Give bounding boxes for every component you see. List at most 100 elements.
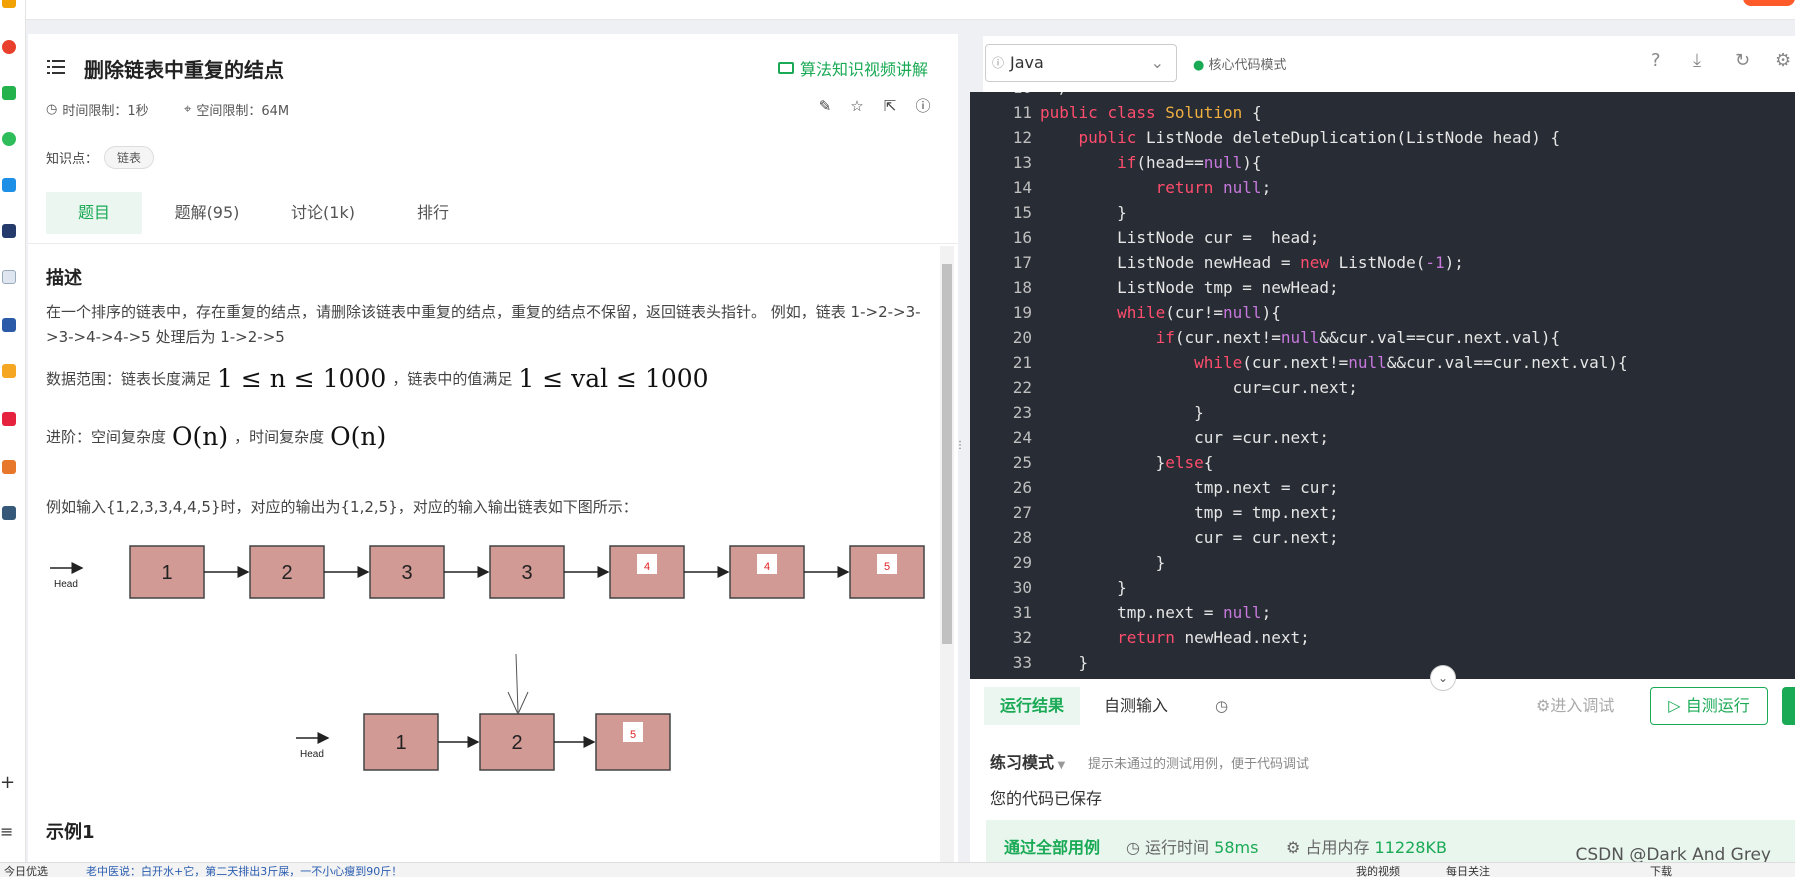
tab-ranking[interactable]: 排行 [416,203,449,222]
share-icon[interactable]: ⇱ [883,97,897,115]
code-line[interactable]: } [1040,553,1166,572]
video-link[interactable]: 算法知识视频讲解 [778,56,928,80]
node-label-box [623,722,643,742]
app-icon[interactable] [2,412,16,426]
list-node [489,545,565,599]
tab-solutions[interactable]: 题解(95) [174,203,240,222]
line-number: 17 [1012,253,1032,272]
app-icon[interactable] [2,506,16,520]
node-value: 3 [401,562,412,584]
daily-follow[interactable]: 每日关注 [1446,865,1490,877]
code-line[interactable]: if(head==null){ [1117,153,1262,172]
line-number: 28 [1012,528,1032,547]
code-line[interactable]: } [1040,403,1204,422]
app-icon[interactable] [2,364,16,378]
code-line[interactable]: while(cur.next!=null&&cur.val==cur.next.… [1194,353,1628,372]
app-icon[interactable] [2,318,16,332]
example1-heading: 示例1 [46,822,95,843]
tab-problem[interactable]: 题目 [46,192,142,234]
app-icon[interactable] [2,178,16,192]
code-line[interactable]: tmp = tmp.next; [1040,503,1339,522]
code-line[interactable]: if(cur.next!=null&&cur.val==cur.next.val… [1155,328,1561,347]
self-test-run-button[interactable]: ▷ 自测运行 [1650,687,1768,725]
runtime-label: ◷ 运行时间 58ms [1126,838,1259,857]
tab-discussion[interactable]: 讨论(1k) [291,203,355,222]
range-math-n: 1 ≤ n ≤ 1000 [217,364,387,393]
code-line[interactable]: return null; [1155,178,1272,197]
add-icon[interactable]: + [0,772,16,793]
code-line[interactable]: cur = cur.next; [1040,528,1339,547]
refresh-icon[interactable]: ↻ [1735,50,1751,71]
line-number: 33 [1012,653,1032,672]
info-icon[interactable]: ⓘ [915,97,931,115]
code-line[interactable]: } [1040,203,1127,222]
code-line[interactable]: } [1040,578,1127,597]
list-node [479,713,555,771]
code-line[interactable]: } [1040,653,1089,672]
line-number: 13 [1012,153,1032,172]
star-icon[interactable]: ☆ [850,97,864,115]
tab-self-test-input[interactable]: 自测输入 [1104,696,1169,715]
menu-icon[interactable]: ≡ [0,822,14,841]
line-number: 31 [1012,603,1032,622]
submit-button[interactable] [1782,687,1795,725]
action-button[interactable] [1743,0,1795,6]
code-line[interactable]: }else{ [1040,453,1214,472]
settings-icon[interactable]: ⚙ [1775,50,1792,71]
language-select[interactable]: Java⌄ⓘ [985,44,1177,82]
code-line[interactable]: cur=cur.next; [1040,378,1358,397]
line-number: 11 [1012,103,1032,122]
code-line[interactable]: tmp.next = null; [1040,603,1272,622]
collapse-chevron-icon[interactable]: ⌄ [1430,665,1456,691]
code-line[interactable]: ListNode tmp = newHead; [1040,278,1339,297]
mail-icon[interactable] [2,86,16,100]
code-line[interactable]: public ListNode deleteDuplication(ListNo… [1078,128,1561,147]
line-number: 16 [1012,228,1032,247]
code-line[interactable]: while(cur!=null){ [1117,303,1281,322]
history-icon[interactable]: ◷ [1215,697,1229,715]
code-line[interactable]: tmp.next = cur; [1040,478,1339,497]
line-number: 19 [1012,303,1032,322]
code-line[interactable]: public class Solution { [1040,103,1262,122]
code-line[interactable]: ListNode cur = head; [1040,228,1320,247]
splitter-handle[interactable]: ⋮ [955,440,965,451]
document-icon[interactable] [2,270,16,284]
core-code-mode[interactable]: ● 核心代码模式 [1193,58,1287,73]
weibo-icon[interactable] [2,40,16,54]
line-number: 30 [1012,578,1032,597]
app-icon[interactable] [2,224,16,238]
tab-run-result[interactable]: 运行结果 [984,687,1080,725]
scrollbar-thumb[interactable] [942,264,952,644]
news-ticker[interactable]: 老中医说：白开水+它，第二天排出3斤屎，一不小心瘦到90斤！ [86,865,403,877]
range-mid: ，链表中的值满足 [392,370,513,388]
head-label: Head [300,749,324,760]
app-icon[interactable] [2,0,16,8]
knowledge-tag[interactable]: 链表 [104,146,155,169]
help-icon[interactable]: ? [1651,50,1661,71]
code-line[interactable]: / [1040,92,1069,97]
download-label[interactable]: 下载 [1650,865,1672,877]
code-line[interactable]: cur =cur.next; [1040,428,1329,447]
line-number: 18 [1012,278,1032,297]
link-icon[interactable] [2,132,16,146]
debug-button[interactable]: ⚙进入调试 [1536,696,1615,715]
node-value: 2 [511,732,522,754]
description-text: 在一个排序的链表中，存在重复的结点，请删除该链表中重复的结点，重复的结点不保留，… [46,303,921,346]
list-node [249,545,325,599]
practice-mode[interactable]: 练习模式 ▼ [990,753,1066,772]
game-icon[interactable] [2,460,16,474]
scrollbar[interactable] [940,246,954,862]
edit-icon[interactable]: ✎ [818,97,832,115]
my-video[interactable]: 我的视频 [1356,865,1400,877]
line-number: 14 [1012,178,1032,197]
code-line[interactable]: return newHead.next; [1117,628,1310,647]
pass-all-label: 通过全部用例 [1004,838,1101,857]
info-icon: ⓘ [992,56,1005,70]
space-complexity: O(n) [172,422,229,451]
download-icon[interactable]: ⤓ [1693,50,1701,71]
today-picks[interactable]: 今日优选 [4,865,48,877]
line-number: 29 [1012,553,1032,572]
code-line[interactable]: ListNode newHead = new ListNode(-1); [1040,253,1464,272]
